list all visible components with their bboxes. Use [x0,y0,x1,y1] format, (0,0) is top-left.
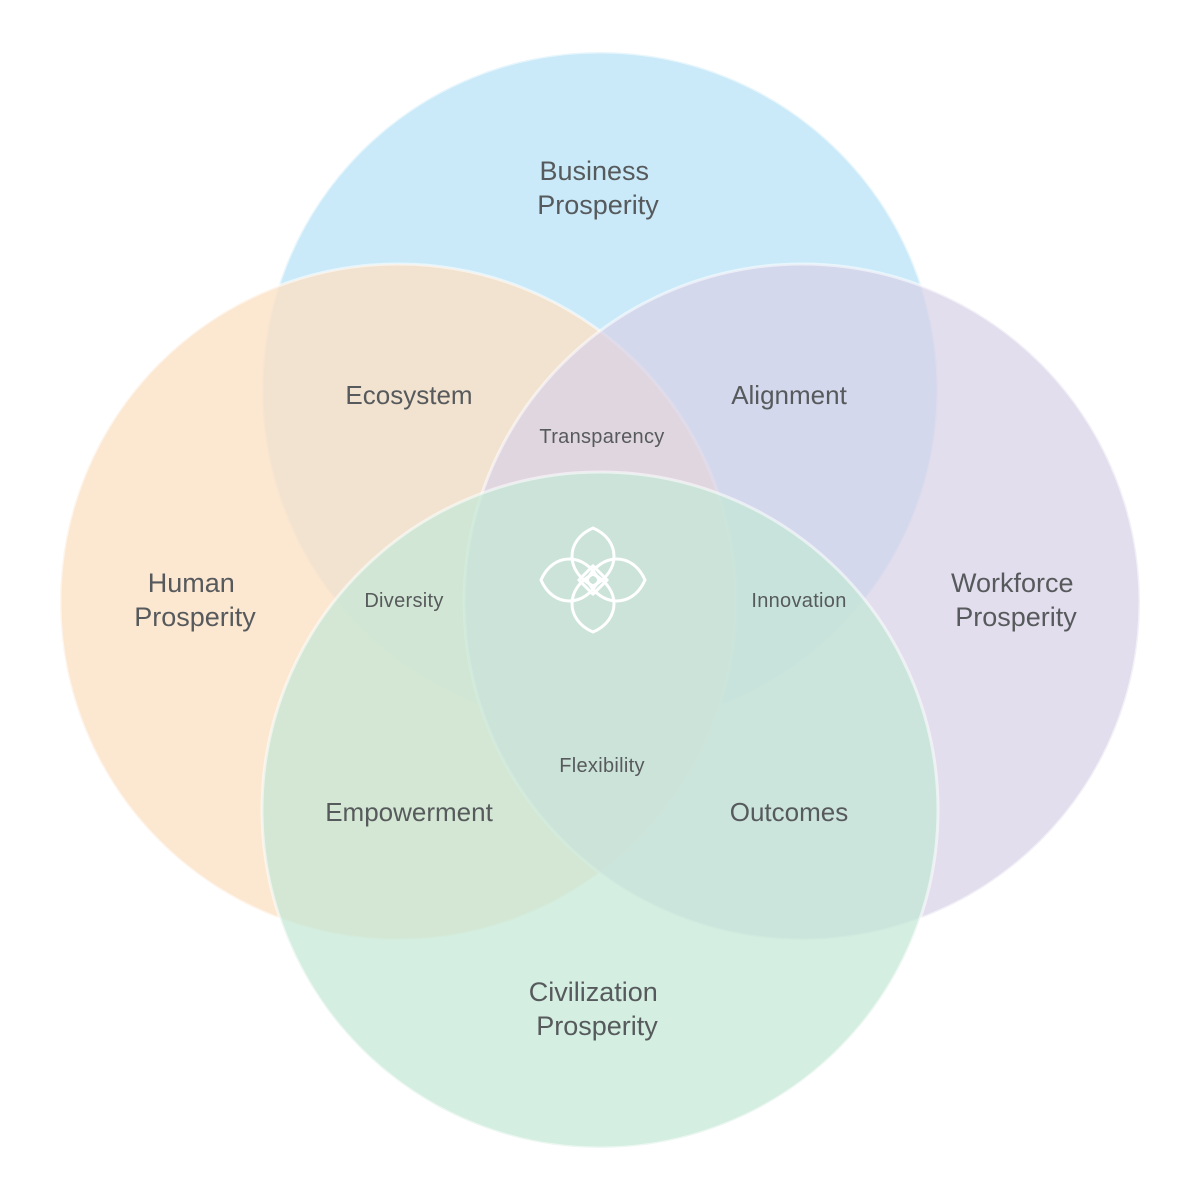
civilization-prosperity-line1: Civilization [529,977,658,1007]
civilization-prosperity-label: Civilization Prosperity [529,977,666,1041]
workforce-prosperity-line1: Workforce [951,568,1074,598]
civilization-prosperity-line2: Prosperity [536,1011,658,1041]
empowerment-label: Empowerment [325,797,493,827]
flower-petal-right [585,557,647,603]
outcomes-label: Outcomes [730,797,849,827]
alignment-label: Alignment [731,380,847,410]
business-prosperity-label: Business Prosperity [537,156,659,220]
human-prosperity-line1: Human [148,568,235,598]
business-prosperity-line1: Business [539,156,649,186]
workforce-prosperity-line2: Prosperity [955,602,1077,632]
diversity-label: Diversity [364,590,443,612]
flower-petal-top [570,526,616,588]
human-prosperity-label: Human Prosperity [134,568,256,632]
flower-petal-left [539,557,601,603]
flower-logo-icon [539,526,647,634]
innovation-label: Innovation [751,590,846,612]
flower-center-square [577,564,609,596]
business-prosperity-line2: Prosperity [537,190,659,220]
transparency-label: Transparency [539,426,664,448]
ecosystem-label: Ecosystem [345,380,472,410]
flower-petal-bottom [570,572,616,634]
flexibility-label: Flexibility [559,755,645,777]
workforce-prosperity-label: Workforce Prosperity [951,568,1081,632]
human-prosperity-line2: Prosperity [134,602,256,632]
civilization-prosperity-circle [260,470,940,1150]
